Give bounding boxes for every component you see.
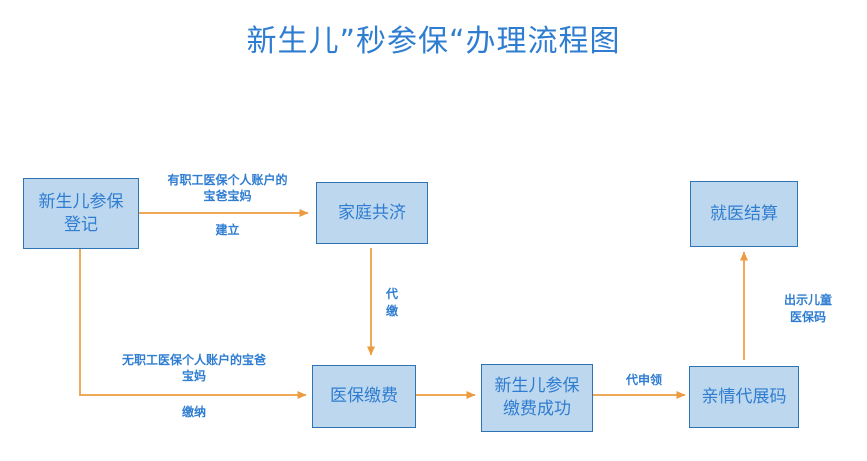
page-title: 新生儿”秒参保“办理流程图: [246, 24, 621, 59]
edge-label-register-to-payment-top: 无职工医保个人账户的宝爸 宝妈: [121, 353, 266, 383]
edge-label-code-to-settlement: 出示儿童 医保码: [783, 293, 832, 324]
node-payment-success[interactable]: 新生儿参保 缴费成功: [481, 364, 593, 432]
node-family-mutual-aid[interactable]: 家庭共济: [316, 182, 428, 244]
edge-label-success-to-code: 代申领: [625, 373, 662, 387]
edge-label-register-to-family-bottom: 建立: [215, 223, 240, 237]
node-medical-settlement[interactable]: 就医结算: [690, 181, 798, 247]
node-family-display-code[interactable]: 亲情代展码: [689, 366, 799, 428]
edge-label-register-to-payment-bottom: 缴纳: [181, 405, 206, 419]
edge-label-register-to-family-top: 有职工医保个人账户的 宝爸宝妈: [167, 173, 288, 203]
node-insurance-payment[interactable]: 医保缴费: [312, 365, 416, 428]
node-newborn-registration[interactable]: 新生儿参保 登记: [23, 178, 139, 249]
edge-label-family-mutual-to-payment: 代 缴: [385, 287, 398, 318]
